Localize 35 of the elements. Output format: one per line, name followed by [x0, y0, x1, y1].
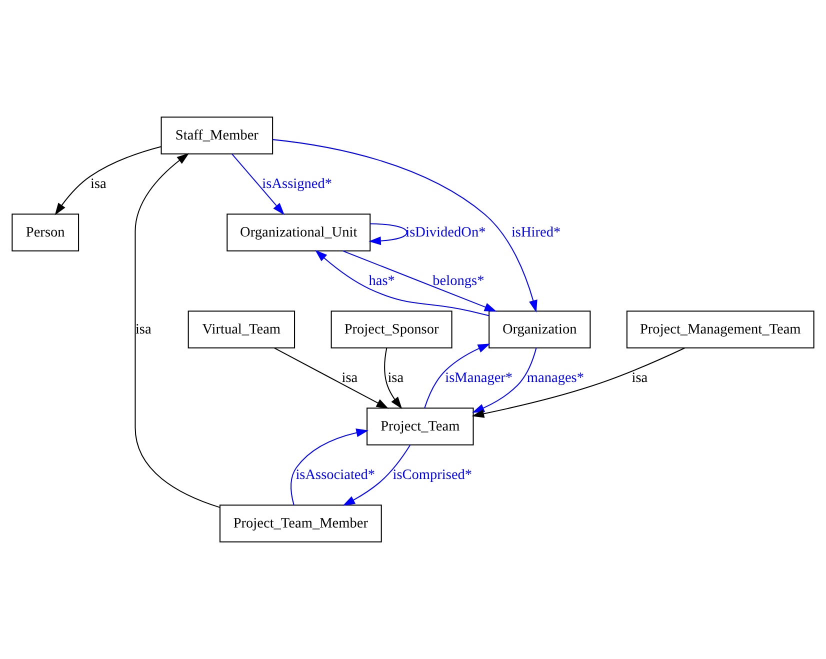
- node-box: Staff_Member: [160, 116, 274, 154]
- node-box: Organizational_Unit: [226, 214, 371, 252]
- edge-label: isComprised*: [392, 466, 472, 483]
- node-box: Organization: [488, 310, 591, 348]
- arrow: [424, 344, 490, 408]
- edge-label: isa: [388, 370, 404, 386]
- arrow: [315, 250, 489, 316]
- arrow: [342, 444, 411, 506]
- arrow: [272, 139, 538, 312]
- edge-label: isDividedOn*: [406, 224, 486, 240]
- arrow: [290, 428, 369, 506]
- node-box: Project_Team: [366, 408, 474, 446]
- node-box: Project_Management_Team: [626, 310, 814, 348]
- node-box: Virtual_Team: [188, 310, 296, 348]
- edge-label: isHired*: [511, 224, 561, 240]
- edge-label: manages*: [526, 370, 584, 386]
- edge-label: isa: [90, 176, 106, 192]
- edge-label: isManager*: [445, 370, 513, 386]
- edge-label: isAssociated*: [296, 466, 376, 483]
- arrow: [384, 348, 402, 409]
- node-box: Project_Sponsor: [330, 310, 452, 348]
- edge-label: isa: [632, 370, 648, 386]
- node-box: Project_Team_Member: [219, 504, 382, 542]
- arrow: [368, 223, 408, 246]
- edge-label: belongs*: [432, 272, 484, 289]
- edge-label: has*: [368, 272, 395, 289]
- arrow: [232, 154, 284, 215]
- edge-label: isAssigned*: [262, 176, 332, 192]
- node-box: Person: [12, 214, 80, 252]
- edge-label: isa: [135, 321, 152, 338]
- arrow: [134, 153, 220, 508]
- arrow: [274, 348, 389, 409]
- arrow: [342, 250, 497, 312]
- edge-label: isa: [342, 370, 358, 386]
- arrow: [54, 146, 162, 216]
